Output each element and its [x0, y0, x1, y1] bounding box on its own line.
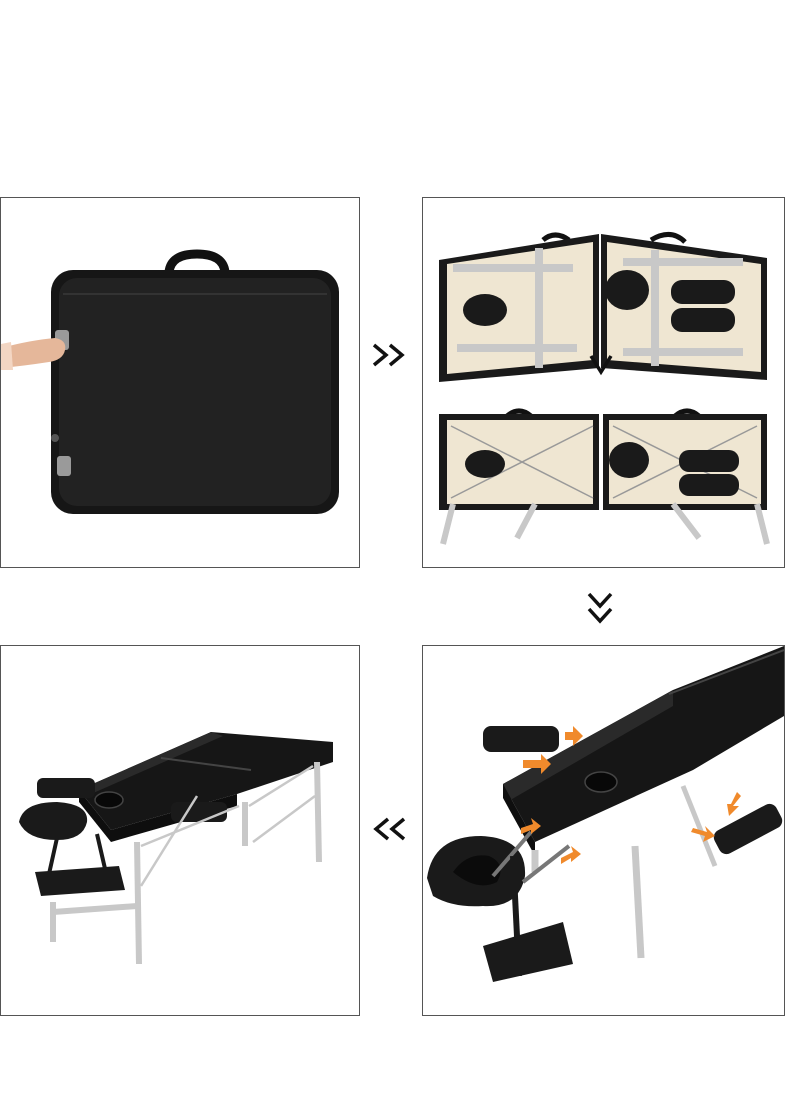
table-top — [503, 646, 784, 842]
aluminum-legs — [50, 761, 322, 965]
double-chevron-down-icon — [587, 592, 613, 624]
arrow-step1-to-step2 — [370, 342, 410, 368]
arrow-step2-to-step3 — [586, 590, 614, 628]
headrest — [19, 802, 88, 840]
step2-unfolding-table-panel — [422, 197, 785, 568]
attaching-accessories-illustration — [427, 646, 784, 982]
step3-attaching-accessories-panel — [422, 645, 785, 1016]
armrest-right — [171, 802, 227, 822]
table-fully-opened — [439, 408, 770, 545]
hinge-latch-bottom — [57, 456, 71, 476]
armrest-left — [483, 726, 559, 752]
carry-handle — [164, 249, 230, 277]
step4-assembled-table-panel — [0, 645, 360, 1016]
hand — [1, 338, 66, 368]
armrest-right — [713, 803, 783, 855]
armrest-left — [37, 778, 95, 798]
hand-rest — [35, 866, 125, 896]
folded-table-illustration — [1, 249, 339, 514]
assembled-table-illustration — [19, 732, 333, 965]
table-half-opened — [439, 232, 767, 382]
face-hole — [94, 791, 124, 809]
face-hole — [584, 771, 618, 793]
unfolding-table-illustration — [439, 232, 770, 545]
double-chevron-left-icon — [373, 817, 406, 841]
arrow-step3-to-step4 — [370, 816, 410, 842]
step1-folded-table-panel — [0, 197, 360, 568]
double-chevron-right-icon — [372, 343, 405, 367]
chevron-down-icon — [589, 355, 613, 376]
table-top — [79, 732, 333, 830]
orange-guide-arrows — [521, 726, 741, 864]
